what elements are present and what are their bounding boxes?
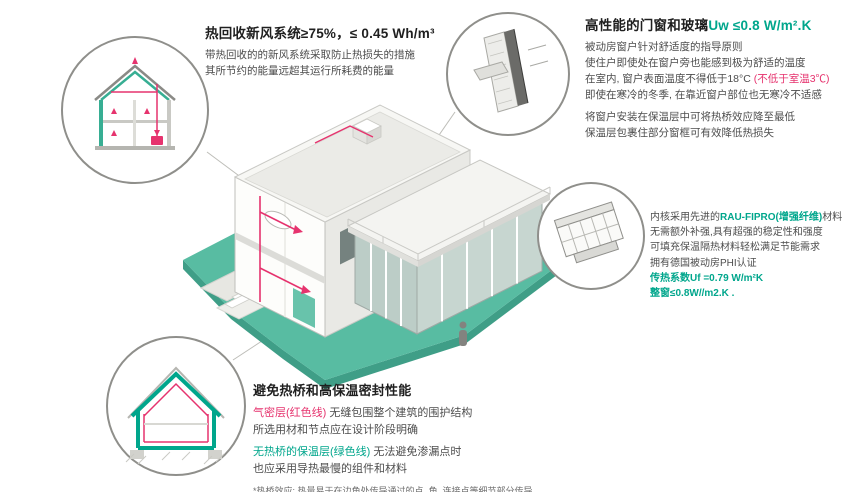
person-figure	[459, 321, 467, 346]
airtight-text: 无缝包围整个建筑的围护结构	[326, 407, 473, 419]
airtight-line	[143, 382, 209, 443]
window-profile-illustration	[537, 182, 645, 290]
window-u-value: 整窗≤0.8W//m2.K .	[650, 287, 735, 299]
windows-line: 即使在寒冷的冬季, 在靠近窗户部位也无寒冷不适感	[585, 88, 822, 101]
glass-wing	[346, 159, 552, 335]
airtight-line2: 所选用材和节点应在设计阶段明确	[253, 423, 418, 436]
insulation-line2: 也应采用导热最慢的组件和材料	[253, 463, 407, 476]
rooftop-unit	[352, 118, 382, 145]
airtight-label: 气密层(红色线)	[253, 407, 327, 419]
windows-title: 高性能的门窗和玻璃Uw ≤0.8 W/m².K	[585, 14, 863, 34]
hrv-ducts	[111, 84, 158, 136]
windows-line: 使住户即使处在窗户旁也能感到极为舒适的温度	[585, 56, 806, 69]
frame-material-name: RAU-FIPRO(增强纤维)	[720, 212, 823, 223]
windows-line: 保温层包裹住部分窗框可有效降低热损失	[585, 126, 774, 139]
frame-text-block: 内核采用先进的RAU-FIPRO(增强纤维)材料 无需额外补强,具有超强的稳定性…	[650, 210, 863, 301]
frame-line-text: 材料	[822, 212, 843, 223]
windows-line-text: 在室内, 窗户表面温度不得低于18°C	[585, 72, 754, 85]
frame-u-value: 传热系数Uf =0.79 W/m²K	[650, 272, 764, 284]
thermal-text-block: 避免热桥和高保温密封性能 气密层(红色线) 无缝包围整个建筑的围护结构 所选用材…	[253, 380, 588, 492]
airtight-line: 气密层(红色线) 无缝包围整个建筑的围护结构	[253, 405, 588, 422]
windows-line: 在室内, 窗户表面温度不得低于18°C (不低于室温3℃)	[585, 72, 863, 88]
thermal-envelope-illustration	[106, 336, 246, 476]
window-frame-bar	[504, 29, 528, 106]
hrv-desc-line: 带热回收的的新风系统采取防止热损失的措施	[205, 49, 415, 61]
windows-title-main: 高性能的门窗和玻璃	[585, 18, 709, 33]
roof-duct	[314, 125, 374, 144]
thermal-title: 避免热桥和高保温密封性能	[253, 383, 412, 398]
windows-line: 将窗户安装在保温层中可将热桥效应降至最低	[585, 110, 795, 123]
interior-accent-wall	[293, 288, 315, 328]
insulation-text: 无法避免渗漏点时	[370, 446, 462, 459]
floor-slab	[235, 232, 325, 284]
thermal-footnote: *热桥效应: 热量易于在边角处传导通过的点, 角, 连接点等细节部分传导	[253, 485, 533, 492]
roof-parapet	[244, 111, 461, 218]
hrv-unit	[151, 136, 163, 145]
hrv-section-illustration	[61, 36, 209, 184]
window-detail-illustration	[446, 12, 570, 136]
insulation-line	[130, 371, 222, 450]
hrv-desc-line: 其所节约的能量远超其运行所耗费的能量	[205, 64, 394, 77]
frame-line-text: 内核采用先进的	[650, 212, 720, 223]
hrv-text-block: 热回收新风系统≥75%，≤ 0.45 Wh/m³ 带热回收的的新风系统采取防止热…	[205, 22, 485, 80]
hrv-title: 热回收新风系统≥75%，≤ 0.45 Wh/m³	[205, 26, 435, 41]
hrv-airflow-arrows	[111, 57, 160, 136]
duct-arrows	[293, 225, 311, 294]
insulation-label: 无热桥的保温层(绿色线)	[253, 446, 371, 459]
insulation-line: 无热桥的保温层(绿色线) 无法避免渗漏点时	[253, 444, 588, 461]
house-cutaway-illustration	[183, 104, 565, 389]
windows-line-highlight: (不低于室温3℃)	[753, 72, 830, 85]
windows-text-block: 高性能的门窗和玻璃Uw ≤0.8 W/m².K 被动房窗户针对舒适度的指导原则 …	[585, 14, 863, 142]
frame-line: 无需额外补强,具有超强的稳定性和强度	[650, 227, 823, 239]
windows-line: 被动房窗户针对舒适度的指导原则	[585, 41, 743, 53]
frame-line: 内核采用先进的RAU-FIPRO(增强纤维)材料	[650, 210, 863, 225]
frame-line: 拥有德国被动房PHI认证	[650, 257, 757, 269]
frame-line: 可填充保温隔热材料轻松满足节能需求	[650, 242, 820, 254]
ventilation-ducts	[259, 196, 304, 302]
windows-title-value: Uw ≤0.8 W/m².K	[708, 18, 812, 33]
platform-edge	[183, 260, 565, 389]
